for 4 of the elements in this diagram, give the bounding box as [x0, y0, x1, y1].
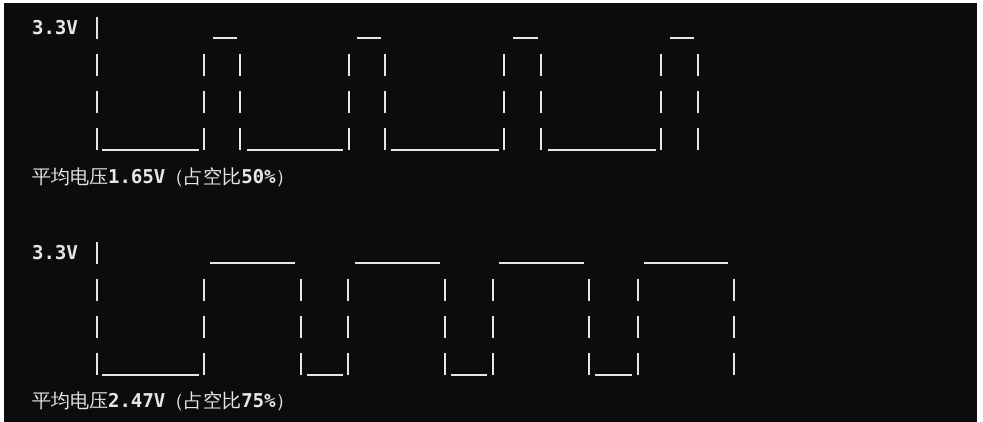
- voltage-level-label: 3.3V: [32, 16, 78, 40]
- voltage-level-label: 3.3V: [32, 241, 78, 265]
- average-voltage-caption: 平均电压1.65V（占空比50%）: [32, 165, 295, 189]
- average-voltage-caption: 平均电压2.47V（占空比75%）: [32, 389, 295, 413]
